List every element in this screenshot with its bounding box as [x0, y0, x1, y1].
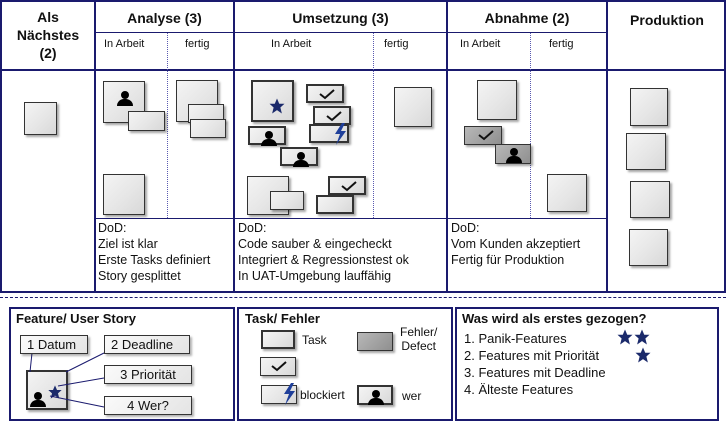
column-divider — [446, 0, 448, 293]
legend-label-deadline: 2 Deadline — [104, 335, 190, 354]
feature-card[interactable] — [626, 133, 666, 170]
legend-who-label: wer — [402, 389, 422, 403]
task-card[interactable] — [128, 111, 165, 131]
legend-pull-list: 1. Panik-Features 2. Features mit Priori… — [464, 330, 606, 398]
feature-card[interactable] — [24, 102, 57, 135]
defect-card[interactable] — [495, 144, 531, 164]
feature-card-sample — [26, 370, 68, 410]
legend-label-datum: 1 Datum — [20, 335, 88, 354]
pull-item: 2. Features mit Priorität — [464, 348, 600, 363]
checkmark-icon — [319, 89, 335, 100]
column-divider — [94, 0, 96, 293]
subcolumn-separator — [373, 33, 374, 218]
lightning-icon — [284, 383, 295, 405]
legend-pull-title: Was wird als erstes gezogen? — [462, 311, 647, 326]
feature-card[interactable] — [629, 229, 668, 266]
subheader-divider — [94, 32, 608, 33]
task-blocked-card-sample — [261, 383, 297, 405]
defect-card-sample — [357, 332, 393, 351]
legend-task-title: Task/ Fehler — [245, 311, 320, 326]
feature-card[interactable] — [394, 87, 432, 127]
person-icon — [506, 145, 522, 163]
star-icon — [635, 347, 651, 363]
feature-card[interactable] — [103, 174, 145, 215]
person-icon — [368, 387, 384, 405]
person-icon — [261, 128, 277, 146]
column-header-next: Als Nächstes (2) — [16, 9, 80, 61]
column-header-umsetzung: Umsetzung (3) — [292, 10, 389, 26]
legend-label-wer: 4 Wer? — [104, 396, 192, 415]
pull-item: 1. Panik-Features — [464, 331, 567, 346]
pull-item: 4. Älteste Features — [464, 382, 574, 397]
subcolumn-separator — [167, 33, 168, 218]
legend-blocked-label: blockiert — [300, 388, 345, 402]
subcolumn-separator — [530, 33, 531, 218]
person-icon — [293, 149, 309, 167]
legend-label-prioritaet: 3 Priorität — [104, 365, 192, 384]
subheader-abnahme-work: In Arbeit — [460, 38, 501, 50]
person-icon — [30, 389, 46, 407]
feature-card[interactable] — [547, 174, 587, 212]
feature-card[interactable] — [251, 80, 294, 122]
legend-feature-title: Feature/ User Story — [16, 311, 136, 326]
task-card[interactable] — [328, 176, 366, 195]
checkmark-icon — [271, 361, 287, 372]
checkmark-icon — [478, 130, 494, 141]
checkmark-icon — [326, 111, 342, 122]
pull-item: 3. Features mit Deadline — [464, 365, 606, 380]
task-card[interactable] — [248, 126, 286, 146]
header-divider — [0, 69, 726, 71]
star-icon — [634, 329, 650, 345]
column-divider — [233, 0, 235, 293]
star-icon — [617, 329, 633, 345]
task-card[interactable] — [280, 147, 318, 167]
subheader-umsetzung-work: In Arbeit — [271, 38, 312, 50]
legend-pull-panel — [455, 307, 719, 421]
legend-defect-label: Fehler/ Defect — [400, 325, 438, 353]
task-card[interactable] — [306, 84, 344, 103]
task-done-card-sample — [260, 357, 296, 376]
subheader-umsetzung-done: fertig — [384, 38, 409, 50]
defect-card[interactable] — [464, 126, 502, 145]
legend-task-panel — [237, 307, 453, 421]
task-card[interactable] — [190, 119, 226, 138]
feature-card[interactable] — [630, 181, 670, 218]
column-divider — [606, 0, 608, 293]
task-card[interactable] — [316, 195, 354, 214]
task-who-card-sample — [357, 385, 393, 405]
task-card-sample — [261, 330, 295, 349]
dod-divider — [94, 218, 608, 219]
lightning-icon — [335, 123, 346, 145]
star-icon — [48, 385, 62, 399]
subheader-analyse-work: In Arbeit — [104, 38, 145, 50]
legend-connectors — [29, 352, 105, 408]
column-header-abnahme: Abnahme (2) — [484, 10, 570, 26]
feature-card[interactable] — [477, 80, 517, 120]
subheader-abnahme-done: fertig — [549, 38, 574, 50]
star-icon — [269, 98, 285, 114]
feature-card[interactable] — [630, 88, 668, 126]
legend-feature-panel — [9, 307, 235, 421]
person-icon — [117, 88, 133, 106]
subheader-analyse-done: fertig — [185, 38, 210, 50]
legend-separator — [0, 297, 726, 298]
task-card[interactable] — [309, 123, 349, 145]
kanban-board — [0, 0, 726, 293]
task-card[interactable] — [270, 191, 304, 210]
legend-task-label: Task — [302, 333, 327, 347]
column-header-analyse: Analyse (3) — [127, 10, 202, 26]
column-header-produktion: Produktion — [630, 12, 704, 28]
checkmark-icon — [341, 181, 357, 192]
